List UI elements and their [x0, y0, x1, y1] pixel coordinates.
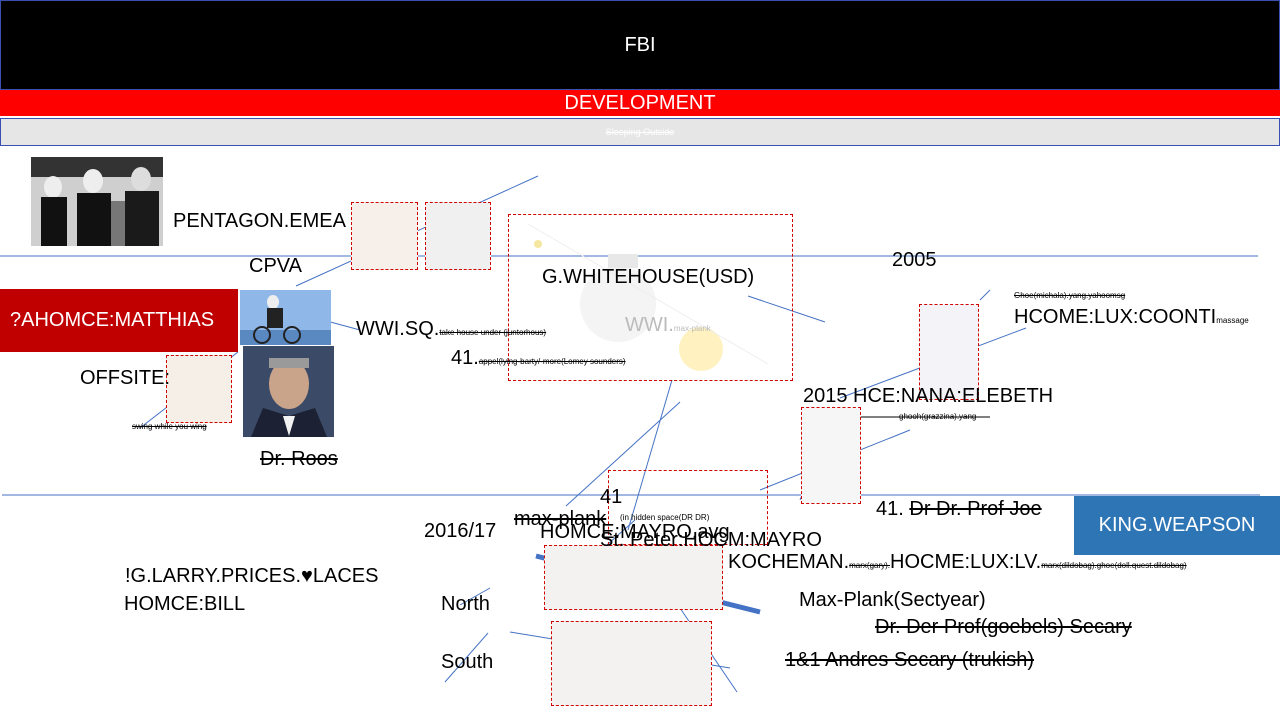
- st-peter-label: St. Peter:HOCM:MAYRO: [600, 529, 822, 551]
- king-label: KING.WEAPSON: [1098, 514, 1256, 536]
- kocheman-text: KOCHEMAN.: [728, 551, 850, 573]
- band-title: DEVELOPMENT: [564, 91, 716, 114]
- year-2016-label: 2016/17: [424, 520, 497, 542]
- ghoe-note: Ghoe(michala).yang.yahoomsg: [1014, 291, 1126, 300]
- hocme-note: marx(dildobag).ghoe(doll.quest.dildobag): [1041, 561, 1187, 570]
- wwi-faint-note: max-plank: [673, 324, 711, 333]
- hce2015-label: 2015 HCE:NANA:ELEBETH: [803, 385, 1054, 407]
- image-frame: [801, 407, 861, 504]
- prof-joe-text: Dr Dr. Prof Joe: [909, 498, 1042, 520]
- subband-text: Sleeping Outside: [605, 127, 675, 137]
- n41a-note: appel(lying-barty/-more(Lomey sounders): [478, 357, 626, 366]
- header-bar: FBI: [0, 0, 1280, 90]
- photo-portrait-icon: [243, 346, 334, 437]
- ghooh-note: ghooh(grazzina).yang: [899, 412, 977, 421]
- n41b-label: 41: [600, 486, 623, 508]
- photo-cyclist-icon: [240, 290, 331, 345]
- subband: Sleeping Outside: [0, 118, 1280, 146]
- homce-bill-label: HOMCE:BILL: [124, 593, 246, 615]
- year-2005-label: 2005: [892, 249, 937, 271]
- prof-joe-label: 41. Dr Dr. Prof Joe: [876, 498, 1042, 521]
- king-box: KING.WEAPSON: [1074, 496, 1280, 555]
- ahomce-label: ?AHOMCE:MATTHIAS: [10, 309, 215, 331]
- whitehouse-frame: [508, 214, 793, 381]
- kocheman-note: marx(gary).: [849, 561, 891, 570]
- north-label: North: [441, 593, 490, 615]
- whitehouse-label: G.WHITEHOUSE(USD): [542, 266, 755, 288]
- larry-label: !G.LARRY.PRICES.♥LACES: [125, 565, 379, 587]
- hocme-lux-text: HOCME:LUX:LV.: [890, 551, 1042, 573]
- n41a-label: 41.appel(lying-barty/-more(Lomey sounder…: [451, 347, 626, 370]
- andres-label: 1&1 Andres Secary (trukish): [785, 649, 1034, 671]
- photo-group-icon: [31, 157, 163, 246]
- south-label: South: [441, 651, 494, 673]
- maxplank-label: max-plank: [514, 508, 607, 530]
- hcome-note: massage: [1216, 316, 1249, 325]
- hidden-note: (in hidden space(DR DR): [620, 513, 710, 522]
- image-frame: [919, 304, 979, 400]
- wwi-faint-text: WWI.: [625, 314, 674, 336]
- image-frame: [166, 355, 232, 423]
- goebels-label: Dr. Der Prof(goebels) Secary: [875, 616, 1132, 638]
- offsite-label: OFFSITE:: [80, 367, 170, 389]
- wwisq-label: WWI.SQ.take house under (juntorhous): [356, 318, 546, 341]
- image-frame: [544, 545, 723, 610]
- hcome-text: HCOME:LUX:COONTI: [1014, 306, 1217, 328]
- max-plank-sect-label: Max-Plank(Sectyear): [799, 589, 986, 611]
- pentagon-label: PENTAGON.EMEA: [173, 210, 346, 232]
- image-frame: [425, 202, 491, 270]
- image-frame: [608, 470, 768, 545]
- n41a-text: 41.: [451, 347, 479, 369]
- roos-label: Dr. Roos: [260, 448, 338, 470]
- header-title: FBI: [624, 33, 656, 56]
- hcome-label: HCOME:LUX:COONTImassage: [1014, 306, 1249, 329]
- faint-diagram: [527, 223, 769, 371]
- ahomce-box: ?AHOMCE:MATTHIAS: [0, 289, 238, 352]
- wwisq-note: take house under (juntorhous): [439, 328, 547, 337]
- homce-mayro-label: HOMCE:MAYRO.avg: [540, 521, 730, 543]
- wwi-faint-label: WWI.max-plank: [625, 314, 711, 337]
- kocheman-label: KOCHEMAN.marx(gary).HOCME:LUX:LV.marx(di…: [728, 551, 1187, 574]
- cpva-label: CPVA: [249, 255, 302, 277]
- n41c-text: 41.: [876, 498, 904, 520]
- development-band: DEVELOPMENT: [0, 90, 1280, 116]
- image-frame: [351, 202, 418, 270]
- swing-note: swing while you wing: [132, 422, 207, 431]
- image-frame: [551, 621, 712, 706]
- wwisq-text: WWI.SQ.: [356, 318, 440, 340]
